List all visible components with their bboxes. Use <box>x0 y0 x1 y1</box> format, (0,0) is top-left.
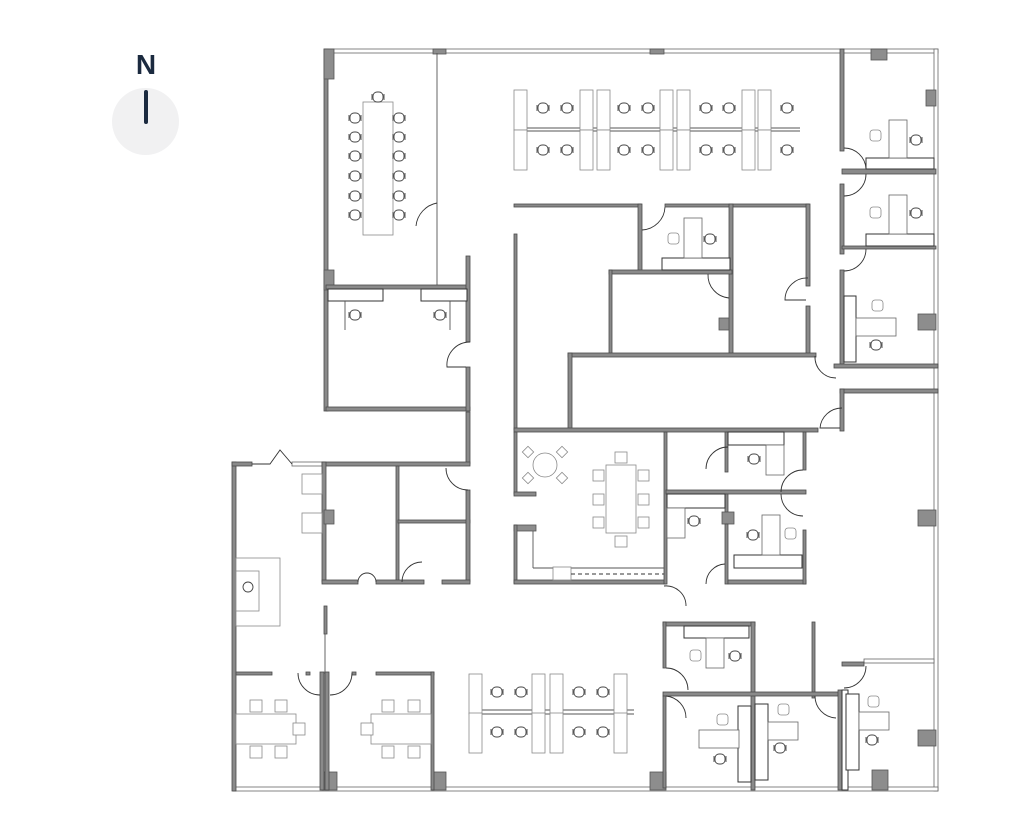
se-offices <box>662 621 890 791</box>
open-office-north <box>513 89 800 171</box>
shared-office-west <box>325 255 471 412</box>
main-entrance-door <box>252 449 293 465</box>
sw-meeting-rooms <box>235 671 435 791</box>
storage-rooms <box>321 411 471 674</box>
north-compass: N <box>112 48 180 158</box>
compass-needle-icon <box>144 90 148 124</box>
open-area-east <box>811 388 939 699</box>
ne-offices <box>833 48 939 369</box>
exterior-walls <box>231 48 939 792</box>
open-office-south <box>468 673 634 754</box>
central-core-walls <box>513 203 837 433</box>
reception <box>235 473 323 627</box>
east-offices <box>663 431 807 607</box>
office-central-north <box>661 217 731 271</box>
boardroom <box>325 53 469 290</box>
break-room <box>513 431 668 585</box>
compass-north-label: N <box>135 49 157 80</box>
